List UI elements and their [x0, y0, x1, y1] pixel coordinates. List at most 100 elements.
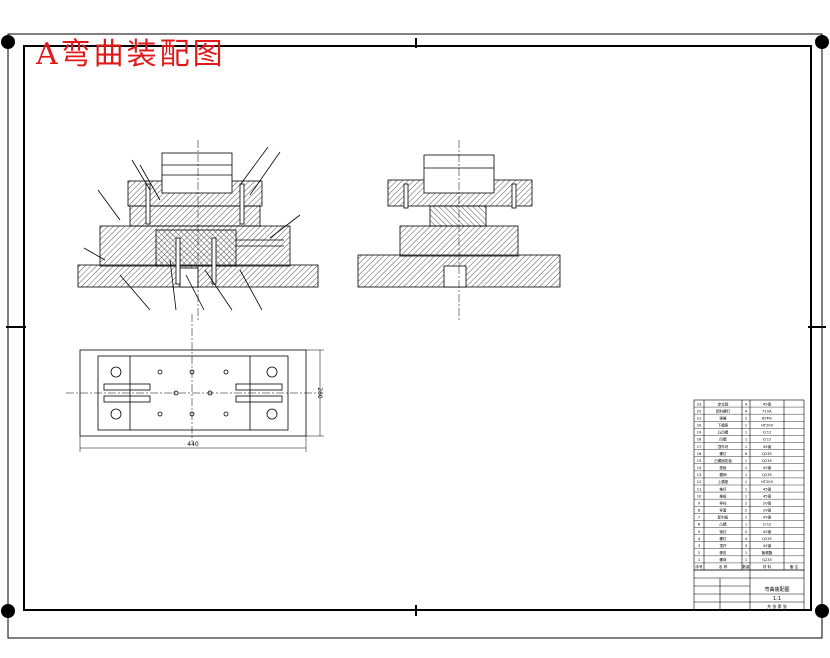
- parts-cell-material: HT200: [761, 424, 773, 428]
- parts-cell-qty: 1: [745, 480, 747, 484]
- parts-cell-no: 9: [698, 501, 701, 505]
- title-block-scale: 1:1: [773, 596, 781, 602]
- parts-cell-name: 顶件块: [718, 444, 729, 449]
- parts-cell-name: 凹模: [719, 437, 727, 442]
- parts-cell-name: 顶杆: [719, 543, 727, 548]
- title-block-name: 弯曲装配图: [764, 586, 789, 593]
- parts-cell-no: 12: [697, 480, 702, 484]
- parts-cell-no: 2: [698, 551, 700, 555]
- parts-cell-material: 45钢: [763, 493, 772, 498]
- parts-cell-material: Cr12: [763, 438, 772, 442]
- parts-cell-qty: 1: [745, 431, 747, 435]
- parts-cell-name: 定位销: [718, 401, 729, 406]
- parts-cell-no: 16: [697, 452, 702, 456]
- parts-cell-name: 弹簧: [719, 415, 727, 420]
- parts-cell-material: 45钢: [763, 515, 772, 520]
- parts-cell-qty: 1: [745, 459, 747, 463]
- parts-cell-qty: 1: [745, 445, 747, 449]
- parts-cell-name: 螺钉: [719, 451, 727, 456]
- parts-cell-note: 备 注: [790, 564, 799, 569]
- outer-frame: [7, 33, 823, 639]
- parts-cell-no: 17: [697, 445, 702, 449]
- parts-cell-qty: 1: [745, 466, 747, 470]
- parts-cell-material: 45钢: [763, 543, 772, 548]
- parts-cell-material: Q235: [762, 537, 772, 541]
- parts-cell-qty: 1: [745, 473, 747, 477]
- parts-cell-qty: 2: [745, 416, 747, 420]
- parts-cell-name: 上模座: [718, 479, 729, 484]
- parts-cell-material: Q235: [762, 452, 772, 456]
- parts-cell-name: 垫板: [719, 465, 727, 470]
- parts-cell-no: 21: [697, 416, 702, 420]
- parts-cell-no: 13: [697, 473, 702, 477]
- parts-cell-no: 18: [697, 438, 702, 442]
- plan-height-dimension: 280: [316, 387, 323, 399]
- parts-cell-qty: 1: [745, 424, 747, 428]
- parts-cell-material: Q235: [762, 558, 772, 562]
- parts-cell-no: 20: [697, 424, 702, 428]
- parts-cell-name: 销钉: [719, 529, 727, 534]
- side-section-view: [357, 140, 561, 320]
- parts-cell-no: 22: [697, 409, 702, 413]
- parts-cell-material: 45钢: [763, 465, 772, 470]
- parts-cell-qty: 数量: [742, 564, 750, 569]
- parts-cell-name: 螺钉: [719, 536, 727, 541]
- parts-cell-name: 模柄: [719, 472, 727, 477]
- parts-cell-name: 导柱: [719, 500, 727, 505]
- parts-cell-qty: 2: [745, 509, 747, 513]
- parts-cell-name: 凸凹模: [718, 430, 729, 435]
- parts-cell-qty: 1: [745, 551, 747, 555]
- parts-cell-material: 材 料: [763, 564, 772, 569]
- parts-cell-material: Q235: [762, 473, 772, 477]
- parts-cell-qty: 1: [745, 438, 747, 442]
- plan-width-dimension: 440: [187, 441, 199, 448]
- parts-cell-name: 卸料螺钉: [716, 408, 731, 413]
- parts-cell-qty: 1: [745, 558, 747, 562]
- parts-cell-material: Cr12: [763, 431, 772, 435]
- parts-cell-material: 45钢: [763, 401, 772, 406]
- parts-cell-no: 7: [698, 516, 700, 520]
- parts-cell-qty: 1: [745, 523, 747, 527]
- parts-cell-no: 19: [697, 431, 702, 435]
- parts-cell-no: 4: [698, 537, 701, 541]
- parts-cell-material: 聚氨酯: [762, 550, 773, 555]
- parts-cell-material: Q235: [762, 459, 772, 463]
- parts-cell-material: 45钢: [763, 444, 772, 449]
- parts-cell-qty: 4: [745, 409, 748, 413]
- parts-cell-qty: 3: [745, 544, 747, 548]
- title-block-sheet: 共 张 第 张: [767, 603, 787, 609]
- parts-cell-no: 3: [698, 544, 700, 548]
- parts-cell-name: 推板: [719, 493, 727, 498]
- parts-cell-material: 65Mn: [762, 416, 772, 420]
- parts-cell-name: 螺母: [719, 557, 727, 562]
- parts-cell-qty: 1: [745, 487, 747, 491]
- parts-cell-no: 6: [698, 523, 701, 527]
- parts-cell-name: 下模座: [718, 423, 729, 428]
- parts-cell-no: 11: [697, 487, 702, 491]
- parts-cell-material: HT200: [761, 480, 773, 484]
- parts-cell-name: 推杆: [719, 486, 727, 491]
- parts-cell-material: 45钢: [763, 529, 772, 534]
- parts-cell-qty: 4: [745, 537, 748, 541]
- parts-cell-material: T10A: [761, 409, 772, 413]
- parts-cell-name: 卸料板: [718, 515, 729, 520]
- parts-cell-name: 凸模: [719, 522, 727, 527]
- parts-cell-qty: 1: [745, 516, 747, 520]
- parts-cell-no: 23: [697, 402, 702, 406]
- parts-cell-no: 10: [697, 494, 702, 498]
- front-section-view: [77, 140, 319, 320]
- parts-cell-name: 橡胶: [719, 550, 727, 555]
- corner-markers: [1, 35, 829, 618]
- parts-cell-no: 序号: [695, 564, 703, 569]
- plan-view: [66, 314, 324, 452]
- parts-cell-no: 14: [697, 466, 702, 470]
- centering-marks: [6, 38, 826, 616]
- parts-cell-qty: 1: [745, 494, 747, 498]
- parts-cell-name: 凸模固定板: [714, 458, 732, 463]
- parts-cell-qty: 4: [745, 402, 748, 406]
- parts-cell-material: 20钢: [763, 508, 772, 513]
- parts-cell-material: Cr12: [763, 523, 772, 527]
